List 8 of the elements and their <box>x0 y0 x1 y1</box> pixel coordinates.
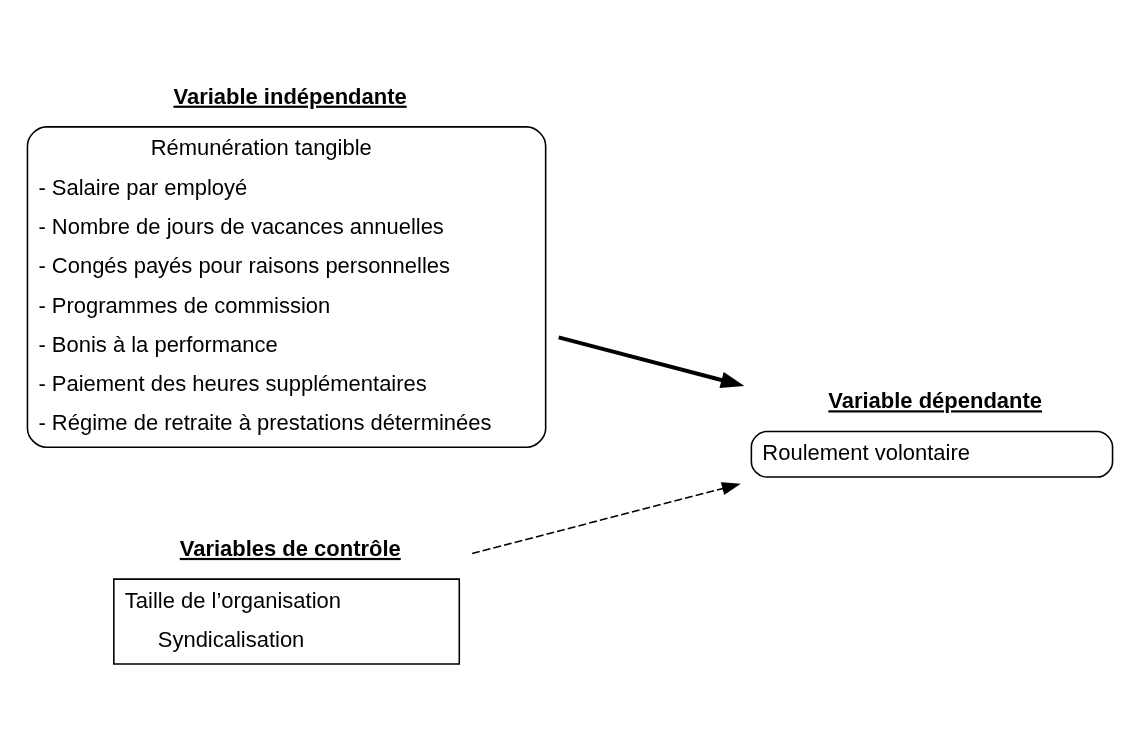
arrow <box>471 482 741 555</box>
node-label: Variable indépendante <box>173 83 407 109</box>
arrow <box>558 335 745 389</box>
node-box: Taille de l’organisation Syndicalisation <box>113 578 461 665</box>
node-label: Variable dépendante <box>828 388 1042 414</box>
node-label: Variables de contrôle <box>179 535 401 561</box>
node-box: Rémunération tangible - Salaire par employé - Nombre de jours de vacances annuelles - Congés payés pour raisons personnelles - Programmes de commission - Bonis à la performance - Paiement des heures supplémentaires - Régime de retraite à prestations déterminées <box>26 126 547 449</box>
node-box: Roulement volontaire <box>750 430 1114 478</box>
